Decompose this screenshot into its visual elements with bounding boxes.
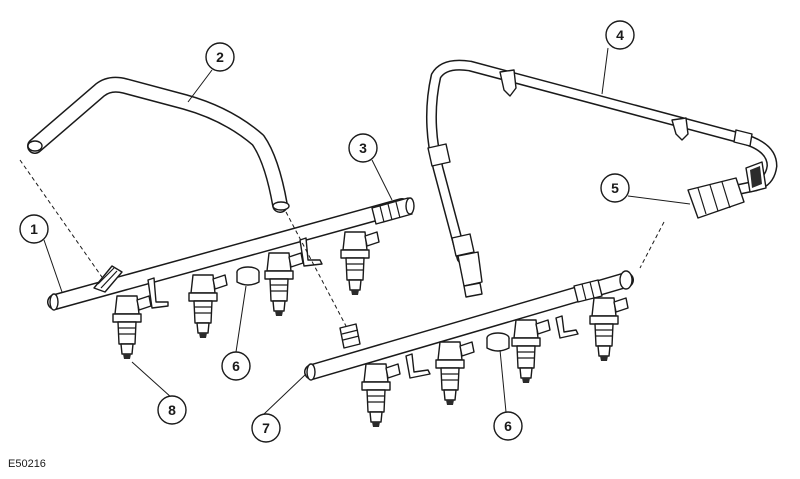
callout-3: 3 xyxy=(348,133,378,163)
callout-label: 8 xyxy=(168,402,176,418)
callout-label: 5 xyxy=(611,180,619,196)
callout-1: 1 xyxy=(19,214,49,244)
leader-lines xyxy=(19,47,691,415)
callout-7: 7 xyxy=(251,413,281,443)
callout-label: 7 xyxy=(262,420,270,436)
left-fuel-rail xyxy=(47,198,410,311)
fuel-supply-line xyxy=(426,59,778,298)
pulse-damper-connector xyxy=(687,161,767,219)
callout-8: 8 xyxy=(157,395,187,425)
callout-4: 4 xyxy=(605,20,635,50)
callout-6-left: 6 xyxy=(221,351,251,381)
callout-2: 2 xyxy=(205,42,235,72)
callout-label: 4 xyxy=(616,27,624,43)
callout-label: 6 xyxy=(504,418,512,434)
callout-6-right: 6 xyxy=(493,411,523,441)
quick-connect-coupling xyxy=(371,197,415,225)
figure-reference-code: E50216 xyxy=(8,458,46,470)
callout-label: 2 xyxy=(216,49,224,65)
callout-5: 5 xyxy=(600,173,630,203)
callout-label: 3 xyxy=(359,140,367,156)
crossover-hose xyxy=(27,76,290,213)
right-fuel-rail xyxy=(304,270,634,381)
callout-label: 6 xyxy=(232,358,240,374)
callout-label: 1 xyxy=(30,221,38,237)
